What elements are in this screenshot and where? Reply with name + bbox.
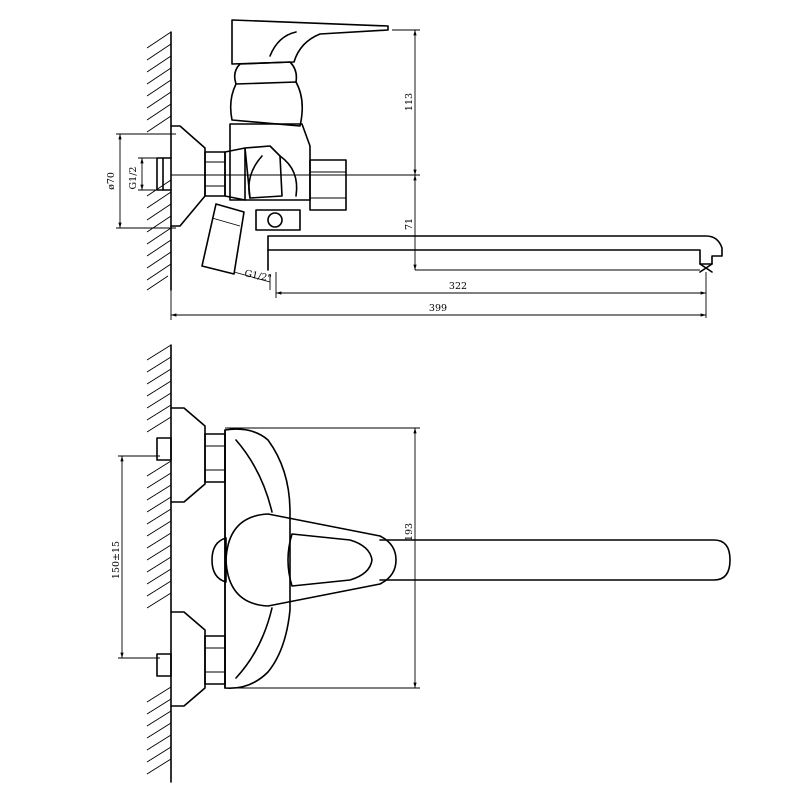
upper-inlet-connection — [156, 407, 226, 503]
spout-side — [267, 235, 723, 265]
dim-inlet-spacing: 150±15 — [111, 541, 122, 579]
dim-height-upper: 113 — [404, 93, 415, 111]
dim-spout-reach: 322 — [449, 281, 467, 292]
dim-thread-inlet: G1/2 — [128, 167, 139, 190]
dim-body-height: 193 — [404, 523, 415, 541]
wall-flange — [170, 125, 206, 227]
top-view: 193 150±15 — [111, 344, 731, 783]
inlet-pipe — [156, 157, 172, 191]
spout-top — [379, 539, 731, 581]
lever-top — [211, 513, 397, 607]
diverter-connector — [255, 159, 347, 231]
dim-height-lower: 71 — [404, 218, 415, 230]
wall-side — [146, 31, 172, 291]
hose-outlet — [201, 203, 245, 275]
lower-inlet-connection — [156, 611, 226, 707]
faucet-body-side — [224, 19, 389, 201]
faucet-body-top — [224, 428, 291, 689]
dim-flange-diameter: ø70 — [106, 172, 117, 190]
hex-nut — [204, 151, 226, 197]
dim-total-reach: 399 — [429, 303, 447, 314]
side-view: 113 71 322 399 ø70 G1/2 G1/2" — [106, 19, 723, 320]
wall-top — [146, 344, 172, 783]
